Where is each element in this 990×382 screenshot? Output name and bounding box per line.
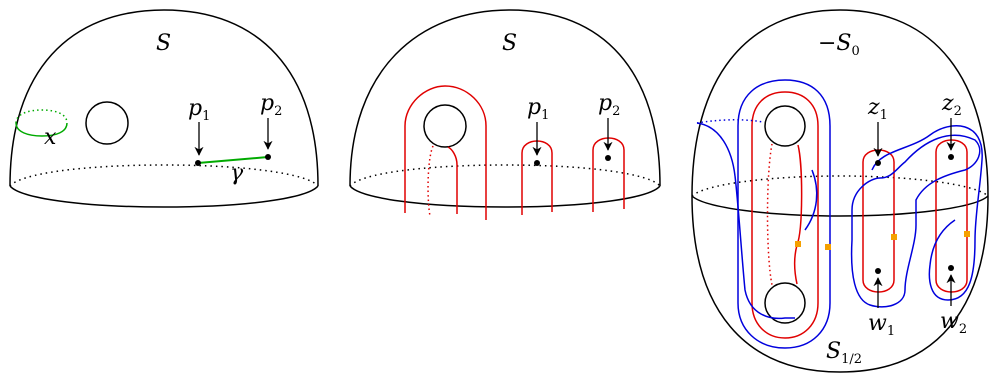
intersection-marker-4 (964, 231, 970, 237)
panel-3-hole-bottom (764, 282, 806, 324)
curve-x-front (15, 122, 68, 137)
blue-curve-back-left (696, 122, 736, 177)
panel-1-base-front (9, 185, 319, 208)
label-gamma: γ (230, 161, 244, 186)
label-z2: z2 (941, 91, 962, 119)
intersection-marker-3 (891, 234, 897, 240)
blue-dotted-back (696, 119, 764, 124)
red-loop-z2-w2 (935, 139, 968, 293)
label-z1: z1 (867, 95, 888, 123)
panel-2-title: S (502, 31, 517, 56)
panel-2: S p1 p2 (349, 9, 661, 220)
label-p2: p2 (260, 91, 282, 119)
label-w2: w2 (940, 309, 967, 337)
point-p1-panel-2 (534, 160, 540, 166)
curve-x-back (15, 109, 68, 124)
red-arc-inner (447, 146, 458, 214)
label-s-half: S1/2 (826, 339, 862, 367)
blue-snake-z2 (871, 125, 983, 301)
point-p2 (265, 154, 271, 160)
label-x: x (44, 125, 57, 150)
red-arc-inner-dotted (427, 145, 434, 217)
panel-2-hole (423, 104, 467, 148)
intersection-marker-2 (825, 244, 831, 250)
panel-1-hole (85, 101, 129, 145)
red-arc-around-hole (404, 85, 487, 220)
red-loop-holes-inner-dotted (766, 143, 773, 286)
panel-2-dome-outline (349, 9, 661, 187)
intersection-marker-1 (795, 241, 801, 247)
panel-3-equator-front (691, 195, 989, 217)
point-p2-panel-2 (605, 155, 611, 161)
point-w2 (948, 265, 954, 271)
panel-3-title: −S0 (818, 31, 860, 59)
label-p1-panel-2: p1 (527, 95, 549, 123)
panel-3: −S0 z1 z2 w1 w2 S1/2 (691, 9, 989, 373)
blue-curve-left (734, 175, 795, 320)
blue-loop-holes-outer (737, 79, 831, 349)
point-z1 (875, 160, 881, 166)
panel-2-base-front (349, 185, 661, 208)
panel-1-title: S (156, 31, 171, 56)
point-w1 (875, 268, 881, 274)
panel-3-hole-top (764, 105, 806, 147)
panel-2-base-back (349, 164, 661, 187)
panel-1: S x p1 p2 γ (9, 9, 319, 208)
arc-gamma (197, 156, 269, 164)
point-z2 (948, 154, 954, 160)
label-p2-panel-2: p2 (598, 91, 620, 119)
blue-snake-z1 (850, 134, 981, 308)
red-loop-z1-w1 (862, 149, 895, 293)
label-p1: p1 (188, 96, 210, 124)
panel-1-dome-outline (9, 9, 319, 187)
panel-1-base-back (9, 164, 319, 187)
blue-snake-middle (804, 169, 818, 231)
red-loop-holes-outer (751, 91, 819, 339)
label-w1: w1 (868, 311, 895, 339)
point-p1 (195, 160, 201, 166)
